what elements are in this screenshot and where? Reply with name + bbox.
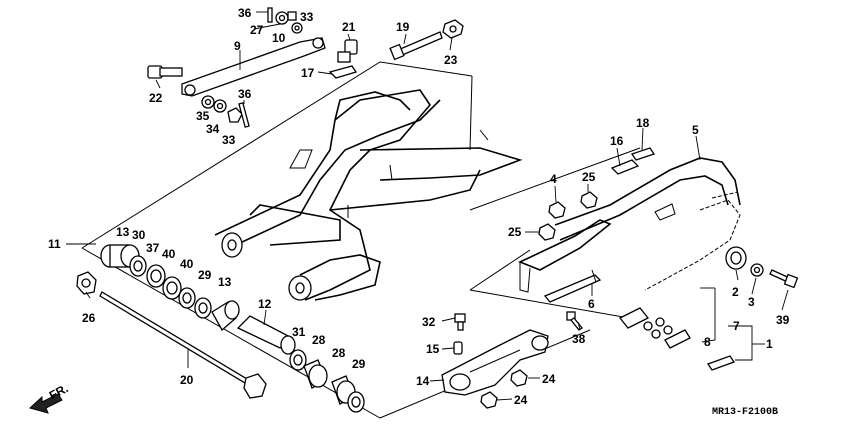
label-27: 27 — [250, 23, 264, 37]
nut-4[interactable] — [548, 201, 566, 219]
front-direction-arrow: FR. — [28, 381, 70, 414]
label-14: 14 — [416, 374, 430, 388]
caution-label-17[interactable] — [328, 65, 358, 79]
label-1[interactable] — [707, 355, 735, 371]
label-4: 4 — [550, 172, 557, 186]
washer-cluster-top[interactable] — [267, 7, 303, 34]
label-15: 15 — [426, 342, 440, 356]
label-21: 21 — [342, 20, 356, 34]
master-link-kit-8[interactable] — [618, 307, 691, 349]
label-29b: 29 — [352, 357, 366, 371]
label-35: 35 — [196, 109, 210, 123]
label-33: 33 — [300, 10, 314, 24]
label-36b: 36 — [238, 87, 252, 101]
label-12: 12 — [258, 297, 272, 311]
nut-24a[interactable] — [510, 369, 528, 387]
label-13: 13 — [116, 225, 130, 239]
bolt-22[interactable] — [147, 65, 183, 79]
bolt-25b[interactable] — [538, 223, 556, 241]
bolt-25a[interactable] — [580, 191, 598, 209]
collar-15[interactable] — [453, 341, 463, 355]
label-30: 30 — [132, 228, 146, 242]
label-17: 17 — [301, 66, 315, 80]
swingarm[interactable] — [214, 89, 523, 301]
label-36: 36 — [238, 6, 252, 20]
label-25b: 25 — [508, 225, 522, 239]
bolt-32[interactable] — [454, 313, 466, 331]
decal-16[interactable] — [610, 159, 640, 175]
label-9: 9 — [234, 39, 241, 53]
label-40: 40 — [162, 247, 176, 261]
nut-24b[interactable] — [480, 391, 498, 409]
pivot-components[interactable] — [100, 244, 240, 332]
label-28b: 28 — [332, 346, 346, 360]
torque-link[interactable] — [181, 37, 326, 97]
adjuster-2[interactable] — [725, 246, 747, 270]
pivot-collar-12[interactable] — [236, 315, 296, 355]
label-25: 25 — [582, 170, 596, 184]
washer-3[interactable] — [750, 263, 764, 277]
part-labels: 36 33 27 10 21 19 9 23 17 22 36 35 34 33… — [48, 6, 790, 418]
bolt-39[interactable] — [769, 269, 799, 289]
label-23: 23 — [444, 53, 458, 67]
label-31: 31 — [292, 325, 306, 339]
label-22: 22 — [149, 91, 163, 105]
label-10: 10 — [272, 31, 286, 45]
label-33b: 33 — [222, 133, 236, 147]
label-3: 3 — [748, 295, 755, 309]
cushion-rod-14[interactable] — [441, 329, 549, 396]
label-13b: 13 — [218, 275, 232, 289]
pivot-bolt-20[interactable] — [99, 291, 267, 399]
label-5: 5 — [692, 123, 699, 137]
diagram-code: MR13-F2100B — [712, 407, 778, 418]
decal-18[interactable] — [630, 147, 656, 161]
pivot-bearings-right[interactable] — [289, 349, 365, 413]
label-40b: 40 — [180, 257, 194, 271]
label-2: 2 — [732, 285, 739, 299]
nut-23[interactable] — [442, 19, 464, 39]
nut-26[interactable] — [76, 271, 97, 295]
label-11: 11 — [48, 237, 61, 251]
label-20: 20 — [180, 373, 194, 387]
leader-lines — [66, 11, 789, 401]
bolt-19[interactable] — [389, 31, 443, 61]
label-39: 39 — [776, 313, 790, 327]
label-24: 24 — [542, 372, 556, 386]
label-38: 38 — [572, 332, 586, 346]
label-19: 19 — [396, 20, 410, 34]
label-32: 32 — [422, 315, 436, 329]
washer-cluster-lower[interactable] — [201, 95, 250, 128]
bolt-21[interactable] — [337, 39, 358, 63]
label-37: 37 — [146, 241, 160, 255]
label-6: 6 — [588, 297, 595, 311]
label-34: 34 — [206, 122, 220, 136]
label-29: 29 — [198, 268, 212, 282]
label-7: 7 — [733, 319, 740, 333]
label-18: 18 — [636, 116, 650, 130]
label-26: 26 — [82, 311, 96, 325]
label-1: 1 — [766, 337, 773, 351]
label-8: 8 — [704, 335, 711, 349]
label-24b: 24 — [514, 393, 528, 407]
chain-slider-6[interactable] — [543, 269, 602, 303]
drive-chain[interactable] — [644, 191, 741, 291]
label-16: 16 — [610, 134, 624, 148]
label-28: 28 — [312, 333, 326, 347]
